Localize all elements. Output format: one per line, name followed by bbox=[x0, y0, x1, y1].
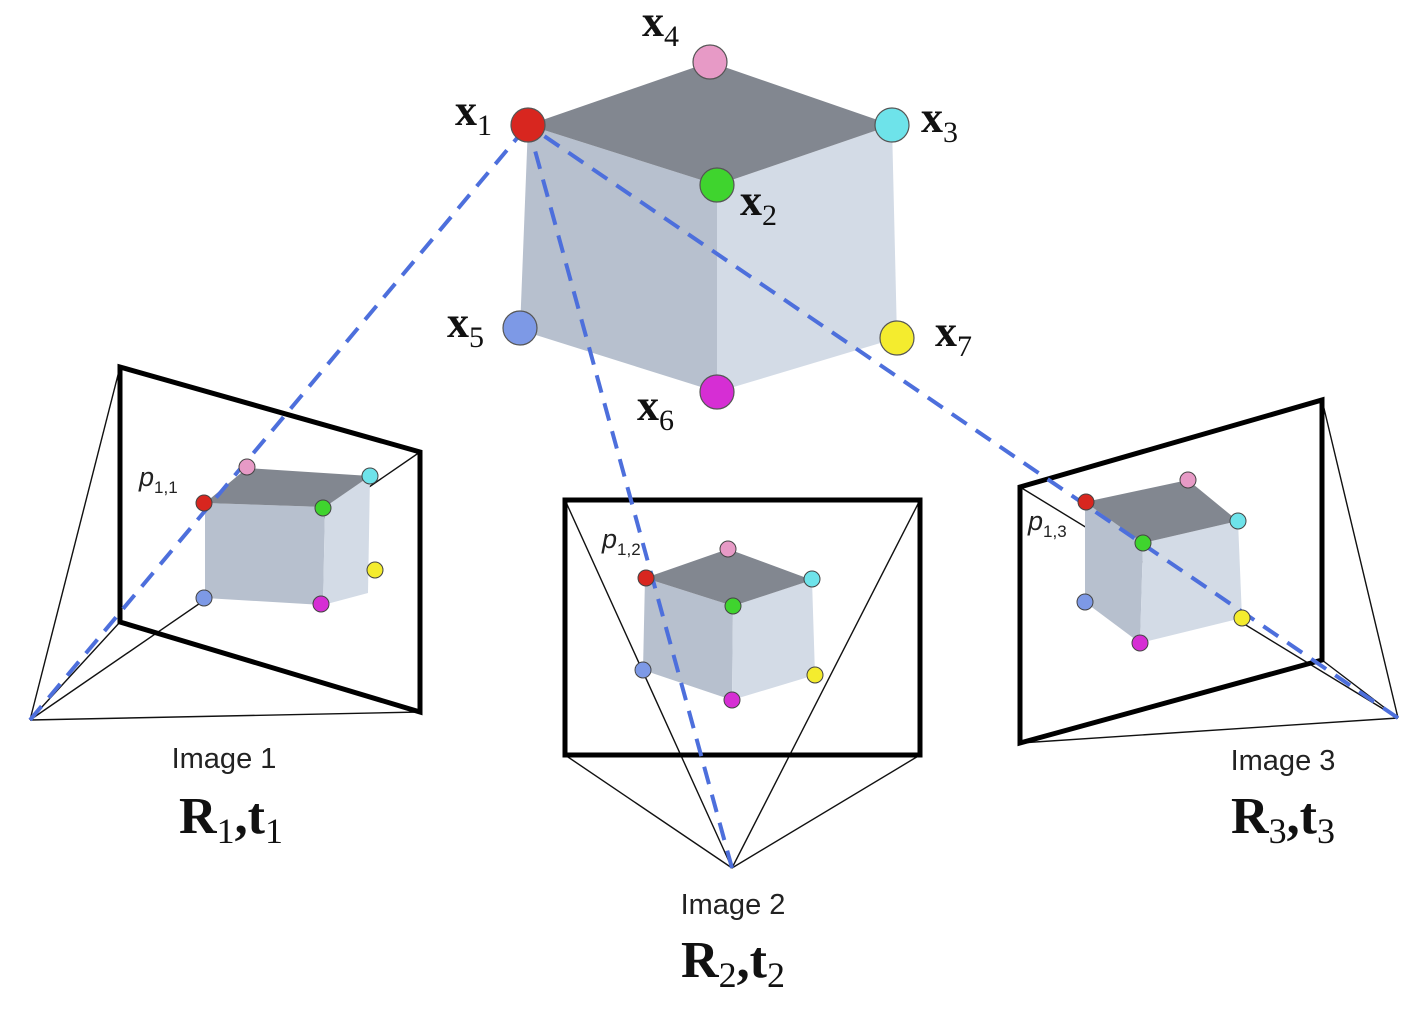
image-2-label: Image 2 bbox=[681, 889, 786, 921]
image-2-point-x2 bbox=[724, 597, 742, 615]
point-x4 bbox=[692, 44, 728, 80]
image-3-point-x5 bbox=[1076, 593, 1094, 611]
camera-2-frustum-edge bbox=[731, 754, 921, 869]
camera-3-frustum-edge bbox=[1019, 717, 1399, 744]
camera-2-mini-cube bbox=[643, 549, 815, 700]
image-2-point-x1 bbox=[637, 569, 655, 587]
image-3-projection-label: p1,3 bbox=[1027, 506, 1067, 541]
main-cube bbox=[520, 62, 897, 392]
mini-cube-face bbox=[205, 468, 370, 507]
mini-cube-face bbox=[1085, 480, 1238, 543]
point-x2 bbox=[699, 167, 735, 203]
image-2-plane bbox=[562, 497, 923, 758]
mini-cube-face bbox=[1140, 521, 1242, 643]
image-2-projection-label: p1,2 bbox=[601, 524, 641, 559]
point-x1 bbox=[510, 107, 546, 143]
camera-2-ray bbox=[526, 124, 734, 869]
image-3-point-x1 bbox=[1077, 493, 1095, 511]
label-x7: x7 bbox=[935, 307, 972, 363]
mini-cube-face bbox=[645, 549, 812, 606]
camera-1-frustum-edge bbox=[29, 366, 121, 721]
camera-2-frustum-edge bbox=[731, 499, 921, 869]
point-x6 bbox=[699, 374, 735, 410]
label-x1: x1 bbox=[455, 86, 492, 142]
camera-2-frustum-edge bbox=[564, 754, 733, 869]
cube-top-face bbox=[528, 62, 892, 185]
image-3-point-x4 bbox=[1179, 471, 1197, 489]
label-x2: x2 bbox=[740, 176, 777, 232]
image-2-point-x4 bbox=[719, 540, 737, 558]
camera-2-frustum-edge bbox=[564, 499, 733, 869]
camera-1-frustum-edge bbox=[29, 711, 421, 721]
camera-3-pose-label: R3,t3 bbox=[1231, 788, 1335, 851]
camera-3-ray bbox=[526, 123, 1400, 720]
mini-cube-face bbox=[1085, 502, 1143, 643]
camera-1-frustum-edge bbox=[29, 621, 121, 721]
mini-cube-face bbox=[323, 476, 370, 605]
camera-1-pose-label: R1,t1 bbox=[179, 788, 283, 851]
image-1-point-x4 bbox=[238, 458, 256, 476]
point-x3 bbox=[874, 107, 910, 143]
image-3-plane bbox=[1017, 396, 1325, 747]
image-3-point-x2 bbox=[1134, 534, 1152, 552]
image-1-point-x1 bbox=[195, 494, 213, 512]
camera-3-mini-cube bbox=[1085, 480, 1242, 643]
image-1-plane bbox=[117, 363, 423, 716]
camera-1: p1,1 Image 1 R1,t1 bbox=[28, 123, 530, 851]
image-3-point-x6 bbox=[1131, 634, 1149, 652]
cube-right-face bbox=[717, 125, 897, 392]
label-x4: x4 bbox=[642, 0, 679, 53]
camera-1-ray bbox=[28, 123, 530, 722]
camera-2: p1,2 Image 2 R2,t2 bbox=[526, 124, 923, 995]
mini-cube-face bbox=[732, 580, 815, 700]
image-2-point-x5 bbox=[634, 661, 652, 679]
image-1-point-x6 bbox=[312, 595, 330, 613]
image-3-label: Image 3 bbox=[1231, 745, 1336, 777]
camera-3: p1,3 Image 3 R3,t3 bbox=[526, 123, 1400, 851]
image-1-point-x7 bbox=[366, 561, 384, 579]
image-1-point-x2 bbox=[314, 499, 332, 517]
image-2-point-x6 bbox=[723, 691, 741, 709]
label-x5: x5 bbox=[447, 298, 484, 354]
cube-points bbox=[502, 44, 915, 410]
camera-1-mini-cube bbox=[205, 468, 370, 605]
mini-cube-face bbox=[643, 578, 733, 700]
image-2-point-x7 bbox=[806, 666, 824, 684]
label-x6: x6 bbox=[637, 381, 674, 437]
camera-3-frustum-edge bbox=[1321, 399, 1399, 719]
image-1-point-x5 bbox=[195, 589, 213, 607]
point-labels: x4 x1 x3 x2 x5 x7 x6 bbox=[447, 0, 972, 437]
image-1-label: Image 1 bbox=[172, 743, 277, 775]
label-x3: x3 bbox=[921, 93, 958, 149]
image-1-point-x3 bbox=[361, 467, 379, 485]
mini-cube-face bbox=[205, 503, 325, 605]
point-x7 bbox=[879, 320, 915, 356]
point-x5 bbox=[502, 310, 538, 346]
image-2-point-x3 bbox=[803, 570, 821, 588]
image-3-point-x7 bbox=[1233, 609, 1251, 627]
image-1-projection-label: p1,1 bbox=[138, 462, 178, 497]
camera-2-pose-label: R2,t2 bbox=[681, 932, 785, 995]
image-3-point-x3 bbox=[1229, 512, 1247, 530]
cube-left-face bbox=[520, 125, 717, 392]
